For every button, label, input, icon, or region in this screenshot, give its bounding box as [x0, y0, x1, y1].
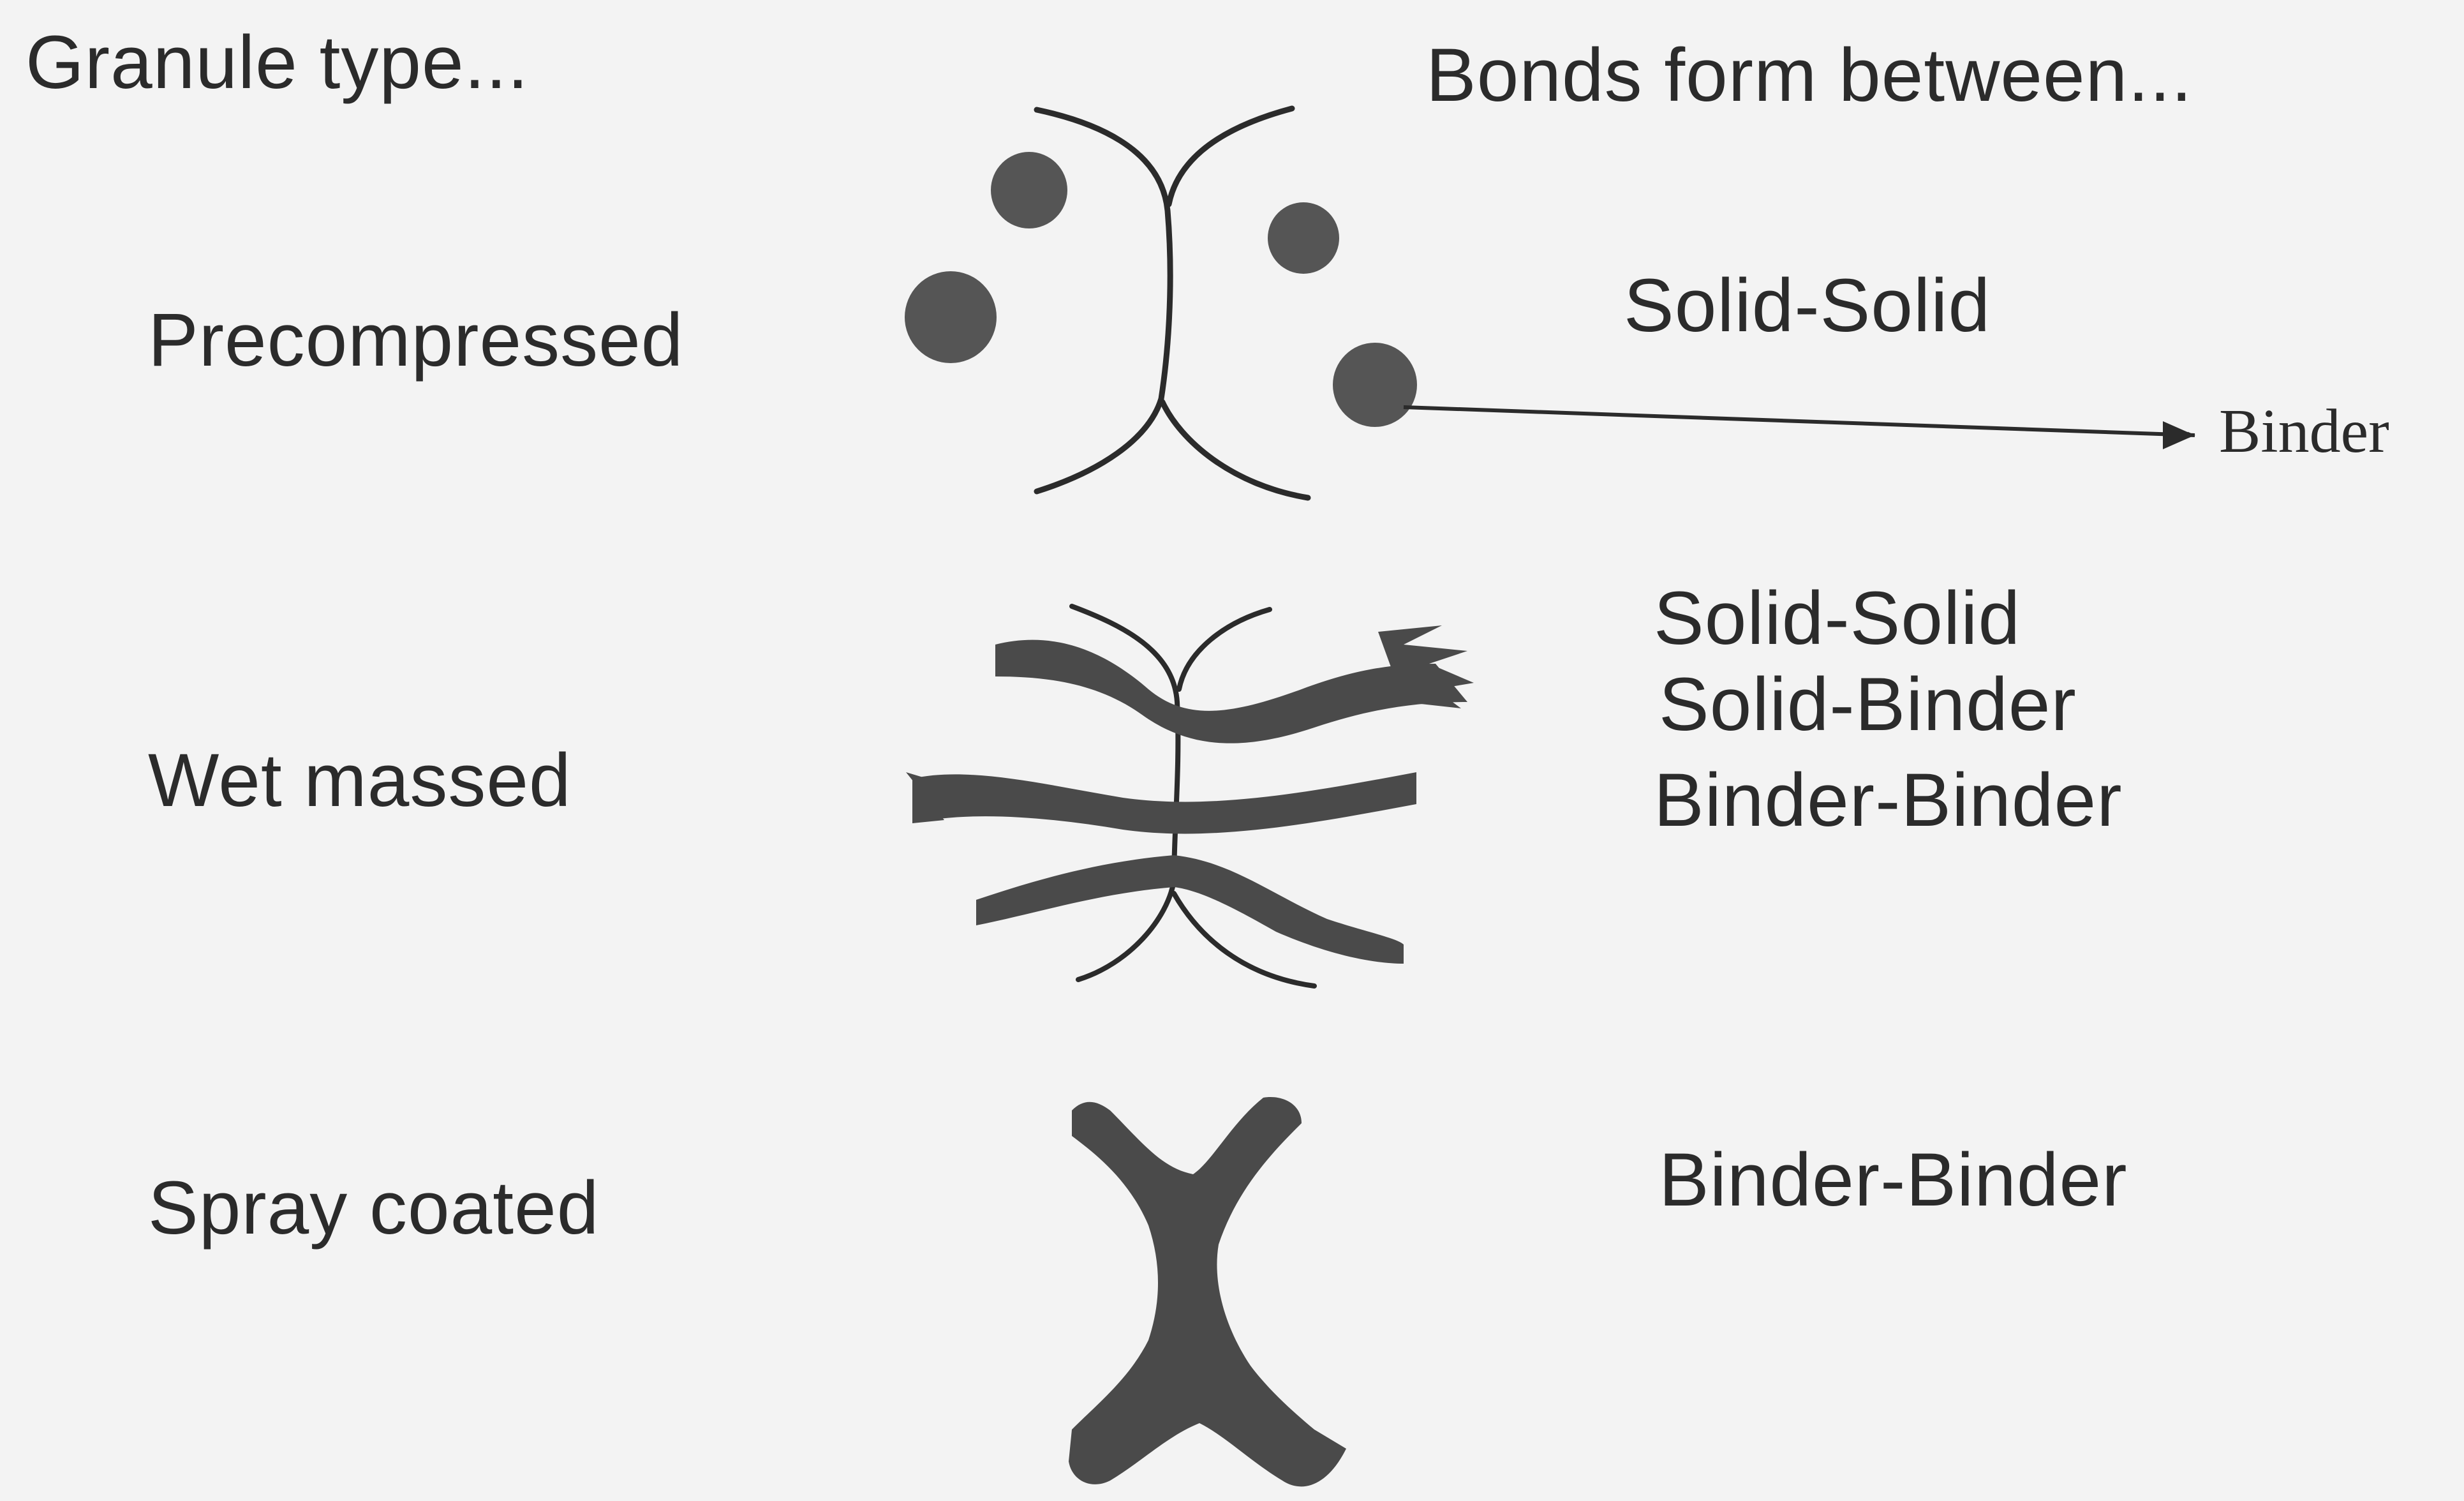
- spray-coated-illustration: [1069, 1097, 1346, 1486]
- spray-coated-binder-bridge: [1069, 1097, 1346, 1486]
- binder-dot: [991, 152, 1067, 228]
- wet-massed-binder-bridge-bottom: [976, 855, 1404, 964]
- wet-massed-illustration: [906, 606, 1474, 986]
- binder-dot: [1333, 343, 1417, 427]
- precompressed-illustration: [905, 108, 2195, 498]
- binder-dot: [905, 271, 997, 363]
- wet-massed-particle-outline: [1179, 609, 1270, 689]
- binder-arrow: [1404, 407, 2195, 435]
- precompressed-particle-outline-right: [1169, 108, 1292, 204]
- binder-arrow-head: [2163, 421, 2195, 449]
- binder-dot: [1268, 202, 1339, 274]
- wet-massed-binder-bridge-middle: [912, 772, 1416, 833]
- precompressed-particle-outline-bottom-right: [1162, 402, 1308, 498]
